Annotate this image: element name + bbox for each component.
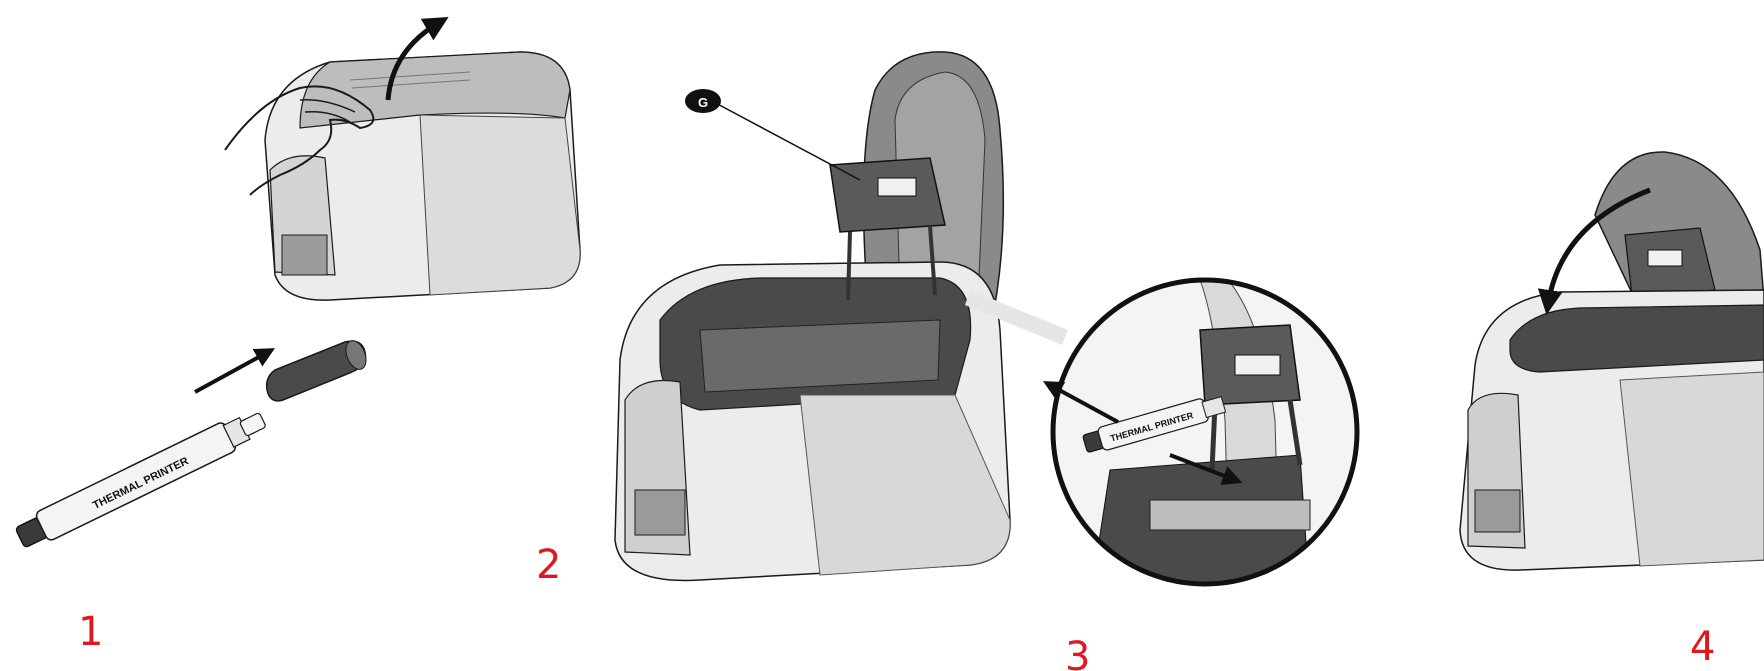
step-number-3: 3	[1065, 634, 1090, 671]
step-3-zoom-view: THERMAL PRINTER	[1042, 277, 1360, 587]
insert-pen-arrow-icon	[194, 348, 276, 394]
callout-g-label: G	[698, 95, 708, 110]
step-number-4: 4	[1690, 624, 1715, 670]
hand-icon	[224, 85, 375, 196]
zoom-connector	[965, 290, 1068, 345]
step-4-printer	[1459, 151, 1764, 571]
wipe-right-arrow-icon	[1169, 453, 1243, 486]
callout-g: G	[685, 89, 861, 181]
pen-cap	[265, 340, 367, 402]
thermal-printer-pen: THERMAL PRINTER	[15, 412, 266, 548]
step-number-1: 1	[78, 609, 103, 655]
close-lid-arrow-icon	[1537, 187, 1651, 315]
step-1-printer	[264, 51, 581, 301]
wipe-left-arrow-icon	[1042, 381, 1119, 424]
step-number-2: 2	[536, 542, 561, 588]
lift-lid-arrow-icon	[385, 16, 449, 101]
step-2-printer	[614, 51, 1011, 582]
